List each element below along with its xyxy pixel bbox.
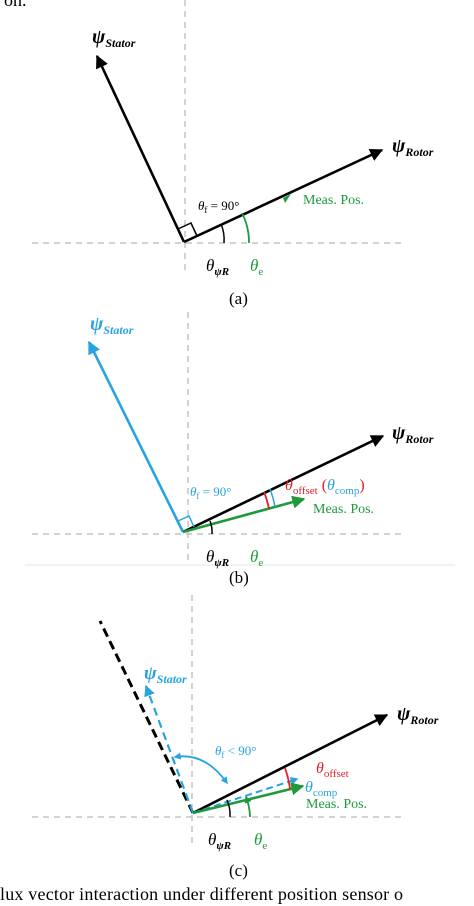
panel-c-caption: (c) bbox=[229, 861, 248, 880]
top-text-fragment: on. bbox=[4, 0, 27, 10]
panel-b-stator-vector bbox=[87, 340, 185, 533]
figure-caption-fragment: lux vector interaction under different p… bbox=[0, 884, 404, 904]
panel-c-offset-arc bbox=[284, 767, 291, 790]
panel-b-meas-pos-label: Meas. Pos. bbox=[313, 502, 374, 517]
panel-a-theta-e-label: θe bbox=[250, 256, 263, 278]
panel-a-theta-psiR-arc bbox=[220, 223, 225, 244]
panel-c-comp-label: θcomp bbox=[305, 779, 338, 799]
panel-a-meas-pos-label: Meas. Pos. bbox=[303, 193, 364, 208]
panel-a-psi-rotor-label: ψRotor bbox=[392, 135, 434, 159]
panel-b: ψStator ψRotor θf = 90° θoffset (θcomp) … bbox=[32, 312, 434, 587]
panel-c: ψStator ψRotor θf < 90° θoffset θcomp Me… bbox=[32, 595, 439, 880]
panel-c-meas-pos-vector bbox=[192, 782, 305, 815]
panel-c-meas-pos-label: Meas. Pos. bbox=[306, 797, 367, 812]
panel-b-theta-psiR-label: θψR bbox=[206, 547, 229, 569]
panel-c-psi-rotor-label: ψRotor bbox=[397, 703, 439, 727]
panel-b-comp-arc bbox=[269, 488, 276, 508]
panel-a-caption: (a) bbox=[229, 289, 248, 308]
panel-c-theta-f-arc bbox=[173, 752, 228, 785]
panel-b-rotor-vector bbox=[182, 434, 385, 534]
panel-b-offset-arc bbox=[263, 491, 270, 510]
panel-a-theta-e-arc bbox=[241, 212, 250, 244]
panel-c-black-dashed-stator bbox=[98, 620, 195, 814]
panel-c-green-arc bbox=[244, 795, 252, 818]
panel-a-rotor-vector bbox=[183, 148, 384, 244]
panel-a-psi-stator-label: ψStator bbox=[92, 26, 136, 50]
panel-b-meas-pos-vector bbox=[182, 495, 306, 534]
panel-b-theta-f-label: θf = 90° bbox=[190, 484, 231, 501]
panel-a-meas-pos-marker bbox=[283, 194, 291, 203]
panel-b-right-angle-marker bbox=[177, 515, 195, 528]
panel-c-comp-vector bbox=[192, 777, 299, 814]
panel-b-offset-comp-label: θoffset (θcomp) bbox=[285, 477, 365, 497]
panel-a-right-angle-marker bbox=[177, 222, 198, 237]
panel-a: ψStator ψRotor θf = 90° Meas. Pos. θψR θ… bbox=[32, 0, 434, 308]
panel-b-theta-e-label: θe bbox=[250, 547, 263, 569]
panel-c-theta-psiR-label: θψR bbox=[208, 830, 231, 852]
panel-b-psi-rotor-label: ψRotor bbox=[392, 422, 434, 446]
panel-a-stator-vector bbox=[95, 54, 186, 243]
panel-b-psi-stator-label: ψStator bbox=[90, 313, 134, 337]
panel-c-theta-f-label: θf < 90° bbox=[215, 743, 256, 760]
panel-c-rotor-vector bbox=[192, 713, 389, 815]
panel-c-stator-vector bbox=[144, 684, 195, 814]
panel-b-caption: (b) bbox=[229, 568, 249, 587]
panel-c-offset-label: θoffset bbox=[316, 760, 349, 780]
panel-a-theta-f-label: θf = 90° bbox=[198, 198, 239, 215]
panel-b-theta-psiR-arc bbox=[209, 520, 213, 535]
panel-c-theta-e-label: θe bbox=[254, 830, 267, 852]
panel-c-theta-psiR-arc bbox=[226, 799, 231, 818]
panel-c-psi-stator-label: ψStator bbox=[144, 663, 187, 686]
panel-a-theta-psiR-label: θψR bbox=[206, 256, 229, 278]
